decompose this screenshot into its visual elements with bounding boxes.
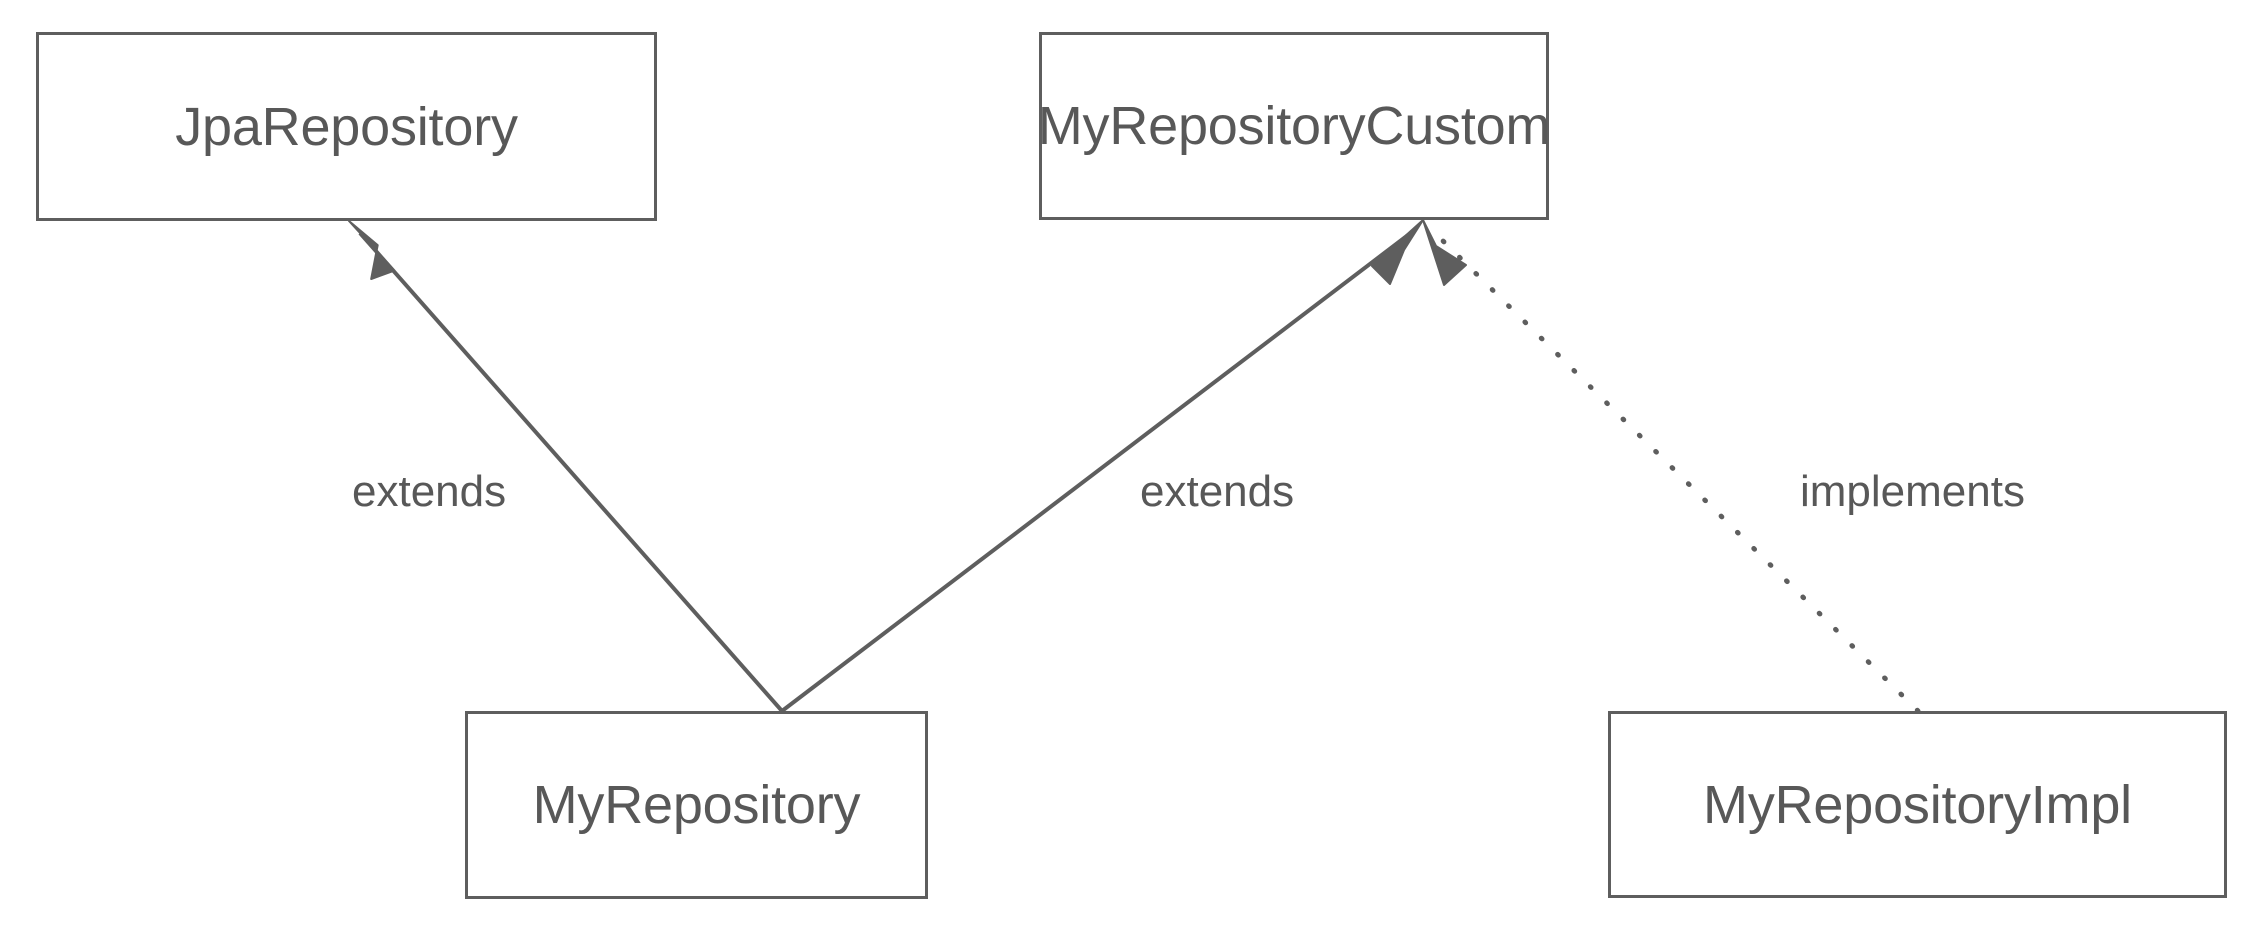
class-node-label: MyRepository (532, 775, 861, 835)
class-node-label: JpaRepository (175, 96, 518, 157)
edge-implements-arrowhead (1422, 219, 1467, 286)
edge-label-implements: implements (1794, 468, 2031, 516)
edge-implements-line (1434, 232, 1921, 714)
class-node-jpa-repository[interactable]: JpaRepository (36, 32, 657, 221)
edge-extends-jpa-line (358, 231, 784, 713)
class-node-label: MyRepositoryCustom (1037, 96, 1551, 156)
edge-label-extends-custom: extends (1134, 468, 1301, 516)
edge-extends-custom[interactable] (780, 219, 1424, 713)
edge-implements[interactable] (1422, 219, 1921, 714)
class-node-my-repository[interactable]: MyRepository (465, 711, 928, 899)
edge-extends-jpa-arrowhead (348, 220, 396, 280)
class-node-my-repository-impl[interactable]: MyRepositoryImpl (1608, 711, 2227, 898)
class-node-my-repository-custom[interactable]: MyRepositoryCustom (1037, 32, 1551, 220)
class-node-label: MyRepositoryImpl (1703, 774, 2132, 835)
edge-extends-jpa[interactable] (348, 217, 784, 713)
edge-extends-custom-arrowhead (1371, 219, 1424, 285)
edge-extends-custom-line (780, 230, 1414, 713)
edge-label-extends-jpa: extends (346, 468, 513, 516)
